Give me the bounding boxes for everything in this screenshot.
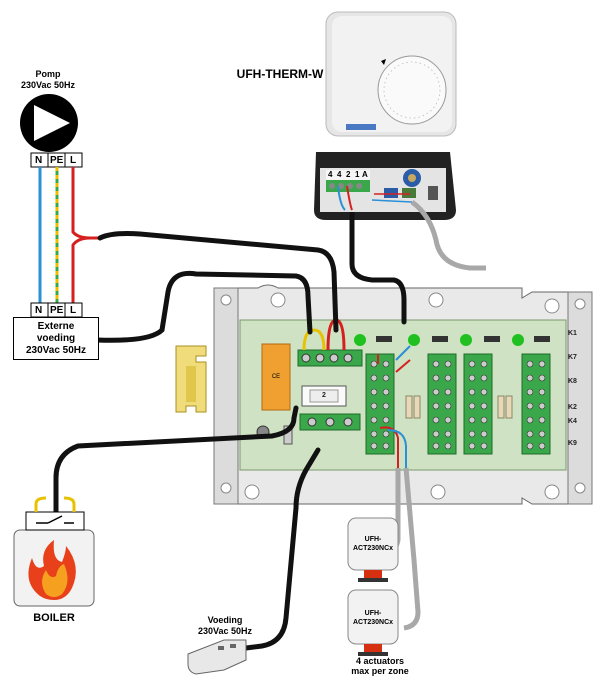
- thermostat-terminal-1: 4: [328, 170, 333, 179]
- pump-wires: [38, 167, 100, 303]
- thermostat-terminal-3: 2: [346, 170, 351, 179]
- pump-terminal-l: L: [70, 155, 77, 166]
- fuse-label: 2: [322, 392, 326, 399]
- pump-title: Pomp: [35, 69, 61, 79]
- thermostat-terminal-4: 1: [355, 170, 360, 179]
- actuator-2: [347, 589, 399, 656]
- pump-spec: 230Vac 50Hz: [20, 80, 76, 90]
- actuator-2-model-line2: ACT230NCx: [352, 619, 394, 626]
- external-supply-line1: Externe: [37, 321, 75, 332]
- side-label-k7: K7: [568, 354, 577, 361]
- side-label-k1: K1: [568, 330, 577, 337]
- actuator-2-model-line1: UFH-: [364, 610, 382, 617]
- side-label-k4: K4: [568, 418, 577, 425]
- din-rail-clip: [175, 345, 207, 413]
- actuator-note-line1: 4 actuators: [355, 656, 405, 666]
- svg-text:CE: CE: [272, 374, 280, 380]
- boiler-label: BOILER: [33, 612, 75, 624]
- thermostat-terminal-5: A: [362, 170, 368, 179]
- external-terminal-block: [30, 302, 83, 318]
- ext-terminal-pe: PE: [50, 305, 64, 316]
- pump-terminal-n: N: [35, 155, 43, 166]
- actuator-1-model-line1: UFH-: [364, 536, 382, 543]
- actuator-note-line2: max per zone: [351, 666, 409, 676]
- boiler-switch: [25, 496, 85, 531]
- pump-symbol: [20, 94, 78, 152]
- external-supply-line2: voeding: [36, 333, 76, 344]
- thermostat-base: [314, 152, 456, 220]
- ext-terminal-l: L: [70, 305, 77, 316]
- side-label-k2: K2: [568, 404, 577, 411]
- black-cables: [53, 217, 407, 651]
- power-plug-line2: 230Vac 50Hz: [197, 626, 253, 636]
- controller-pcb: CE: [239, 319, 567, 471]
- external-supply-line3: 230Vac 50Hz: [25, 345, 87, 356]
- power-plug-line1: Voeding: [207, 615, 243, 625]
- external-supply-box: Externe voeding 230Vac 50Hz: [13, 317, 99, 360]
- actuator-1: [347, 517, 399, 582]
- thermostat-label: UFH-THERM-W: [236, 67, 324, 81]
- power-plug: [187, 639, 247, 675]
- boiler-unit: [13, 529, 95, 607]
- side-label-k8: K8: [568, 378, 577, 385]
- side-label-k9: K9: [568, 440, 577, 447]
- ext-terminal-n: N: [35, 305, 43, 316]
- actuator-1-model-line2: ACT230NCx: [352, 545, 394, 552]
- thermostat-body: [325, 11, 457, 137]
- pump-terminal-pe: PE: [50, 155, 64, 166]
- thermostat-terminal-2: 4: [337, 170, 342, 179]
